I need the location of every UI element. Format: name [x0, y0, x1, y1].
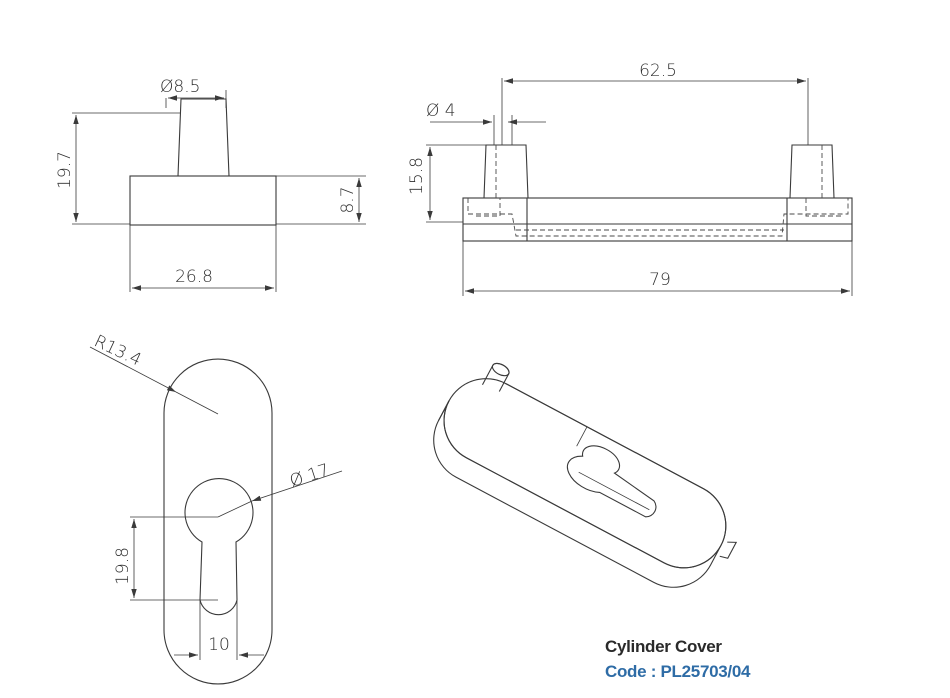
oval-plate [163, 358, 273, 685]
left-pin [483, 144, 529, 199]
caption-code: Code : PL25703/04 [605, 662, 751, 681]
hole-diameter-label: Ø 17 [287, 460, 332, 492]
base-width-label: 26.8 [175, 267, 213, 287]
isometric-view [433, 362, 738, 588]
front-view: 62.5 Ø 4 15.8 79 [407, 61, 853, 296]
keyhole-length-label: 19.8 [113, 547, 133, 585]
top-view: R13.4 Ø 17 19.8 10 [89, 331, 343, 685]
front-height-label: 15.8 [407, 157, 427, 195]
overall-length-label: 79 [649, 270, 671, 290]
caption-title: Cylinder Cover [605, 637, 722, 656]
plate-top-face [443, 378, 727, 569]
iso-keyhole [566, 445, 657, 518]
right-pin [789, 144, 835, 199]
pin-diameter-label: Ø 4 [426, 101, 456, 121]
shaft-diameter-label: Ø8.5 [160, 77, 200, 97]
plate-outline [462, 197, 853, 242]
keyhole [184, 478, 254, 616]
base-block [129, 175, 277, 226]
total-height-label: 19.7 [55, 151, 75, 189]
base-height-label: 8.7 [338, 186, 358, 213]
pin-spacing-label: 62.5 [639, 61, 677, 81]
iso-pin [481, 362, 510, 392]
shaft [177, 98, 230, 177]
slot-width-label: 10 [208, 635, 230, 655]
radius-label: R13.4 [91, 331, 144, 370]
side-view: Ø8.5 19.7 8.7 26.8 [55, 77, 366, 292]
